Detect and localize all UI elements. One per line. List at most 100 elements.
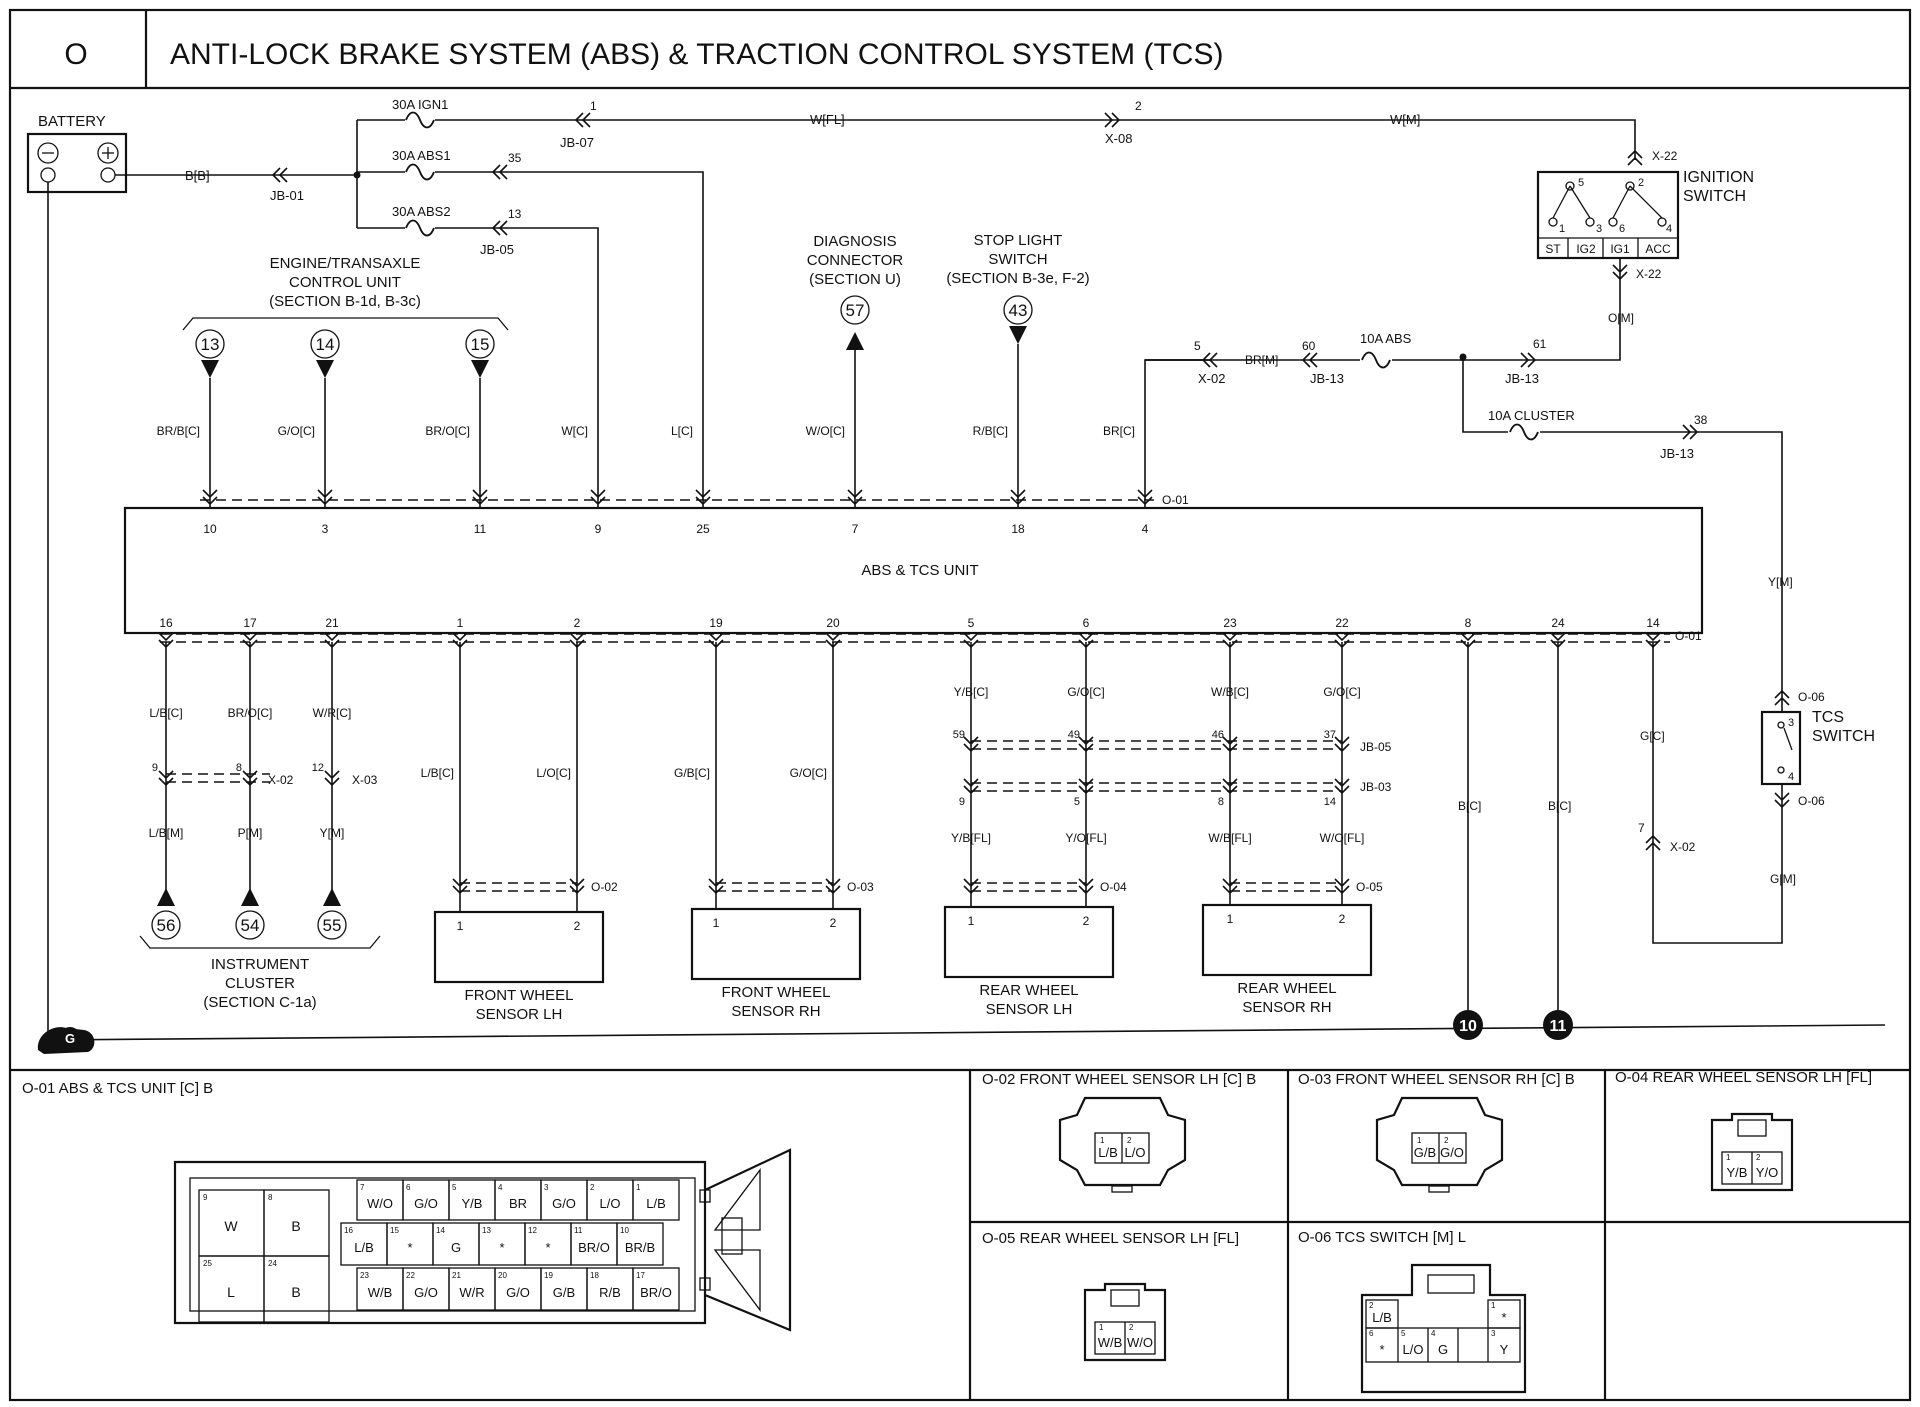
svg-text:3: 3	[1491, 1329, 1496, 1338]
top-pin-number: 18	[1011, 522, 1025, 536]
svg-text:IGNITION: IGNITION	[1683, 169, 1754, 186]
cluster-wire-2: W/R[C]12Y[M]55	[312, 642, 352, 940]
svg-text:1: 1	[1491, 1301, 1496, 1310]
fuse-ign1: 30A IGN1	[392, 97, 448, 112]
svg-text:L/O: L/O	[1403, 1342, 1424, 1357]
svg-text:W: W	[224, 1218, 238, 1234]
svg-text:2: 2	[1369, 1301, 1374, 1310]
svg-text:10: 10	[620, 1226, 629, 1235]
svg-text:12: 12	[312, 762, 324, 774]
svg-text:SENSOR RH: SENSOR RH	[731, 1003, 820, 1020]
svg-text:Y/B[FL]: Y/B[FL]	[951, 831, 991, 845]
o06-label-bottom: O-06	[1798, 794, 1825, 808]
svg-text:L/B[C]: L/B[C]	[149, 706, 182, 720]
svg-text:11: 11	[574, 1226, 583, 1235]
svg-text:G: G	[65, 1031, 75, 1046]
svg-text:ACC: ACC	[1645, 242, 1671, 256]
o01-title: O-01 ABS & TCS UNIT [C] B	[22, 1080, 213, 1097]
svg-text:6: 6	[1369, 1329, 1374, 1338]
svg-text:L/B: L/B	[646, 1196, 666, 1211]
svg-text:BR/O: BR/O	[578, 1240, 610, 1255]
svg-text:G: G	[451, 1240, 461, 1255]
svg-text:Y/O[FL]: Y/O[FL]	[1065, 831, 1106, 845]
svg-text:9: 9	[203, 1193, 208, 1202]
svg-text:12: 12	[528, 1226, 537, 1235]
svg-text:R/B: R/B	[599, 1285, 621, 1300]
top-wire-label: W/O[C]	[806, 424, 845, 438]
svg-text:*: *	[545, 1240, 550, 1255]
x22-label-top: X-22	[1652, 149, 1678, 163]
svg-text:*: *	[499, 1240, 504, 1255]
top-pin-number: 7	[852, 522, 859, 536]
o06-title: O-06 TCS SWITCH [M] L	[1298, 1229, 1466, 1246]
o02-title: O-02 FRONT WHEEL SENSOR LH [C] B	[982, 1071, 1256, 1088]
svg-text:35: 35	[508, 151, 522, 165]
svg-text:BR/O[C]: BR/O[C]	[228, 706, 273, 720]
svg-text:6: 6	[1619, 223, 1625, 235]
svg-text:37: 37	[1324, 729, 1336, 741]
svg-text:L/O: L/O	[600, 1196, 621, 1211]
battery: BATTERY	[26, 113, 128, 194]
svg-text:8: 8	[236, 762, 242, 774]
svg-text:G/O: G/O	[1440, 1145, 1464, 1160]
svg-text:17: 17	[636, 1271, 645, 1280]
svg-text:L/B[C]: L/B[C]	[421, 766, 454, 780]
svg-text:1: 1	[636, 1183, 641, 1192]
top-wire-label: BR/O[C]	[425, 424, 470, 438]
svg-text:2: 2	[1083, 914, 1090, 928]
ignition-switch: 5 2 1 3 6 4 ST IG2 IG1 ACC IGNITION SWIT…	[1536, 169, 1754, 260]
top-wire-11: BR/O[C]11	[425, 378, 488, 536]
svg-text:1: 1	[713, 916, 720, 930]
svg-text:ST: ST	[1545, 242, 1561, 256]
svg-text:STOP LIGHT: STOP LIGHT	[974, 232, 1063, 249]
svg-text:5: 5	[1074, 796, 1080, 808]
ref-13: 13	[195, 329, 225, 378]
ecu-reference: ENGINE/TRANSAXLE CONTROL UNIT (SECTION B…	[182, 255, 509, 331]
svg-text:O-04: O-04	[1100, 880, 1127, 894]
svg-text:P[M]: P[M]	[238, 826, 263, 840]
bottom-pin-number: 8	[1465, 616, 1472, 630]
svg-text:Y/O: Y/O	[1756, 1165, 1778, 1180]
jb13-label-c: JB-13	[1660, 446, 1694, 461]
diagnosis-reference: DIAGNOSIS CONNECTOR (SECTION U)	[807, 233, 904, 288]
top-wire-label: BR[C]	[1103, 424, 1135, 438]
svg-text:FRONT WHEEL: FRONT WHEEL	[722, 984, 831, 1001]
bottom-pin-number: 5	[968, 616, 975, 630]
o06-connector-view: 2 L/B 1 * 6 * 5 L/O 4 G 3 Y	[1360, 1263, 1527, 1394]
svg-text:60: 60	[1302, 339, 1316, 353]
svg-text:L/O: L/O	[1125, 1145, 1146, 1160]
svg-text:BR/B: BR/B	[625, 1240, 655, 1255]
svg-text:W/O[FL]: W/O[FL]	[1320, 831, 1365, 845]
top-wire-label: R/B[C]	[973, 424, 1008, 438]
bottom-pin-number: 2	[574, 616, 581, 630]
x02-label-tcs: X-02	[1670, 840, 1696, 854]
stop-light-reference: STOP LIGHT SWITCH (SECTION B-3e, F-2)	[946, 232, 1089, 287]
svg-text:INSTRUMENT: INSTRUMENT	[211, 956, 309, 973]
svg-text:4: 4	[1431, 1329, 1436, 1338]
svg-text:38: 38	[1694, 413, 1708, 427]
o01-label-bottom: O-01	[1675, 629, 1702, 643]
g-m-label: G[M]	[1770, 872, 1796, 886]
top-wire-10: BR/B[C]10	[157, 378, 218, 536]
top-pin-number: 4	[1142, 522, 1149, 536]
x08-label: X-08	[1105, 131, 1132, 146]
svg-text:G/O[C]: G/O[C]	[1067, 685, 1104, 699]
svg-text:SENSOR LH: SENSOR LH	[986, 1001, 1073, 1018]
svg-text:O-02: O-02	[591, 880, 618, 894]
ground-bus	[47, 1024, 1886, 1041]
o04-title: O-04 REAR WHEEL SENSOR LH [FL]	[1615, 1069, 1872, 1086]
svg-text:14: 14	[436, 1226, 445, 1235]
svg-text:11: 11	[1550, 1018, 1567, 1035]
svg-text:(SECTION U): (SECTION U)	[809, 271, 901, 288]
svg-text:1: 1	[457, 919, 464, 933]
svg-text:L/B: L/B	[1098, 1145, 1118, 1160]
ground-10: 10	[1453, 1010, 1483, 1040]
svg-text:W/R[C]: W/R[C]	[313, 706, 352, 720]
instrument-cluster-label: INSTRUMENT CLUSTER (SECTION C-1a)	[139, 935, 381, 1011]
top-wires: BR/B[C]10G/O[C]3BR/O[C]11W[C]9L[C]25W/O[…	[157, 344, 1153, 536]
svg-text:13: 13	[201, 335, 220, 354]
svg-text:1: 1	[1559, 223, 1565, 235]
